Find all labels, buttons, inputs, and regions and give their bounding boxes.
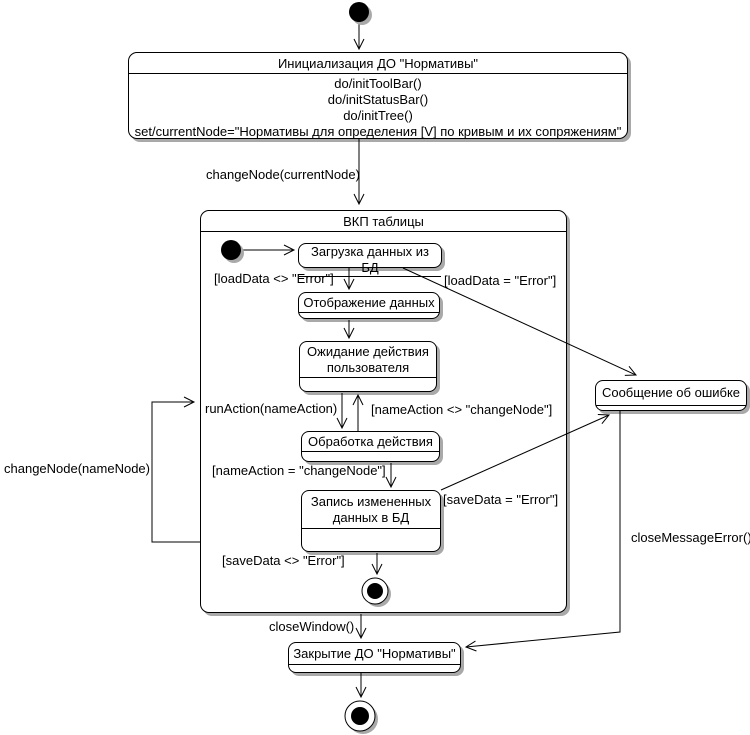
state-save-data: Запись измененных данных в БД xyxy=(301,490,441,552)
initial-state-top xyxy=(349,2,369,22)
transition-label-changeNode-nameNode: changeNode(nameNode) xyxy=(4,461,150,476)
state-init-actions: do/initToolBar() do/initStatusBar() do/i… xyxy=(129,74,627,140)
state-close-do: Закрытие ДО "Нормативы" xyxy=(288,642,461,673)
transition-label-nameAction-neq: [nameAction <> "changeNode"] xyxy=(371,402,553,417)
transition-label-changeNode-currentNode: changeNode(currentNode) xyxy=(206,167,360,182)
shadow xyxy=(352,5,372,25)
state-compartment xyxy=(302,528,440,551)
edge-composite-self-loop xyxy=(151,396,200,543)
state-init: Инициализация ДО "Нормативы" do/initTool… xyxy=(128,52,628,139)
state-error-message: Сообщение об ошибке xyxy=(595,380,747,411)
final-state-bottom xyxy=(344,700,376,732)
final-state-bottom-dot xyxy=(351,707,369,725)
transition-label-runAction: runAction(nameAction) xyxy=(205,401,338,416)
state-process-action: Обработка действия xyxy=(301,431,440,462)
state-composite-name: ВКП таблицы xyxy=(201,211,566,232)
state-compartment xyxy=(596,405,746,410)
transition-label-closeMessageError: closeMessageError() xyxy=(631,530,750,545)
state-load-data: Загрузка данных из БД xyxy=(298,243,442,277)
state-compartment xyxy=(299,312,439,318)
transition-label-saveData-error: [saveData = "Error"] xyxy=(443,492,559,507)
state-compartment xyxy=(300,377,436,391)
state-compartment xyxy=(302,451,439,461)
init-action: do/initToolBar() xyxy=(334,76,422,91)
transition-label-saveData-ok: [saveData <> "Error"] xyxy=(222,553,345,568)
transition-label-loadData-ok: [loadData <> "Error"] xyxy=(214,271,334,286)
shadow xyxy=(348,704,378,734)
state-compartment xyxy=(299,276,441,277)
transition-label-nameAction-eq: [nameAction = "changeNode"] xyxy=(212,463,386,478)
transition-label-closeWindow: closeWindow() xyxy=(269,619,355,634)
init-action: do/initStatusBar() xyxy=(327,92,429,107)
state-init-name: Инициализация ДО "Нормативы" xyxy=(129,53,627,74)
init-action: set/currentNode="Нормативы для определен… xyxy=(134,124,622,139)
init-action: do/initTree() xyxy=(343,108,413,123)
state-compartment xyxy=(289,664,460,672)
transition-label-loadData-error: [loadData = "Error"] xyxy=(444,273,557,288)
state-display-data: Отображение данных xyxy=(298,292,440,319)
state-wait-user: Ожидание действия пользователя xyxy=(299,341,437,392)
